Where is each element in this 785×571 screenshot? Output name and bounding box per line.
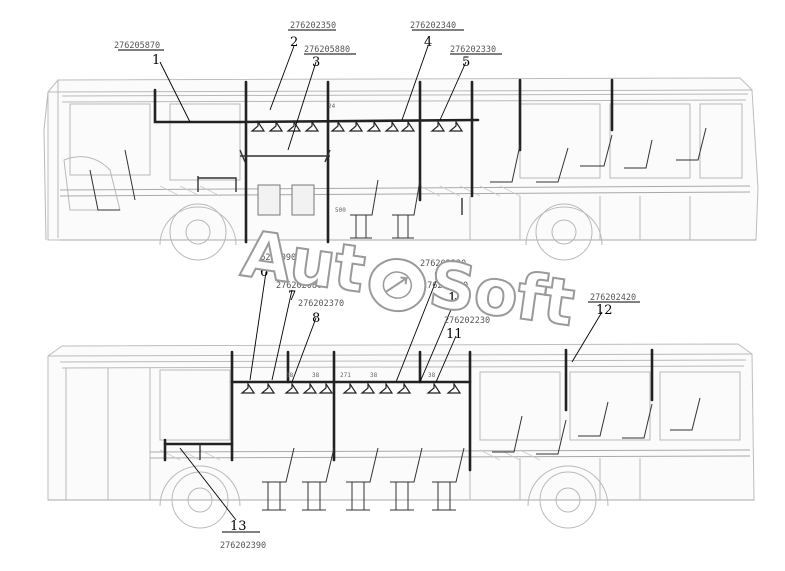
callout-2-number: 2 xyxy=(290,35,298,50)
svg-text:500: 500 xyxy=(335,207,346,214)
svg-text:271: 271 xyxy=(340,372,351,379)
callout-7-number: 7 xyxy=(288,289,296,304)
svg-text:38: 38 xyxy=(286,372,294,379)
top-bus-view: 24 500 xyxy=(43,77,759,261)
watermark-logo-icon xyxy=(368,258,427,313)
callout-1-part-no: 276205870 xyxy=(114,41,160,51)
bottom-floor-hatch xyxy=(159,449,541,461)
callout-10-number: 10 xyxy=(448,291,465,306)
callout-10-part-no: 276200230 xyxy=(422,281,468,291)
top-rear-wheel xyxy=(525,203,603,261)
callout-4-part-no: 276202340 xyxy=(410,21,456,31)
bottom-rear-wheel xyxy=(527,465,609,529)
callout-8-number: 8 xyxy=(312,311,320,326)
callout-3-part-no: 276205880 xyxy=(304,45,350,55)
callout-6-number: 6 xyxy=(260,265,268,280)
bottom-front-wheel xyxy=(159,465,241,529)
svg-text:38: 38 xyxy=(312,372,320,379)
top-floor-hatch xyxy=(159,185,521,197)
svg-text:38: 38 xyxy=(428,372,436,379)
bottom-seats xyxy=(262,397,701,511)
bottom-straps xyxy=(240,382,462,394)
callout-6-part-no: 276200090 xyxy=(250,253,296,263)
callout-3-number: 3 xyxy=(312,55,320,70)
callout-4-number: 4 xyxy=(424,35,432,50)
bottom-bus-view: 38 38 271 38 38 xyxy=(47,343,755,529)
callout-11-number: 11 xyxy=(446,327,463,342)
callout-13-part-no: 276202390 xyxy=(220,541,266,551)
callout-13-number: 13 xyxy=(230,519,247,534)
top-windows xyxy=(69,103,743,181)
top-seats xyxy=(257,127,707,239)
callout-labels: 276205870 1 276202350 2 276205880 3 2762… xyxy=(114,21,636,551)
callout-9-part-no: 276202220 xyxy=(420,259,466,269)
callout-11-part-no: 276202230 xyxy=(444,316,490,326)
top-front-wheel xyxy=(159,203,237,261)
svg-text:24: 24 xyxy=(328,103,336,110)
callout-9-number: 9 xyxy=(434,269,442,284)
callout-5-number: 5 xyxy=(462,55,470,70)
watermark-brand-text: Aut xyxy=(237,218,369,308)
callout-12-number: 12 xyxy=(596,303,613,318)
callout-12-part-no: 276202420 xyxy=(590,293,636,303)
bottom-handrails xyxy=(163,348,654,472)
callout-7-part-no: 276202080 xyxy=(276,281,322,291)
callout-leaders xyxy=(118,29,640,533)
callout-5-part-no: 276202330 xyxy=(450,45,496,55)
callout-2-part-no: 276202350 xyxy=(290,21,336,31)
callout-1-number: 1 xyxy=(152,53,160,68)
top-straps xyxy=(250,120,464,132)
svg-text:38: 38 xyxy=(370,372,378,379)
callout-8-part-no: 276202370 xyxy=(298,299,344,309)
top-handrails xyxy=(153,78,614,244)
